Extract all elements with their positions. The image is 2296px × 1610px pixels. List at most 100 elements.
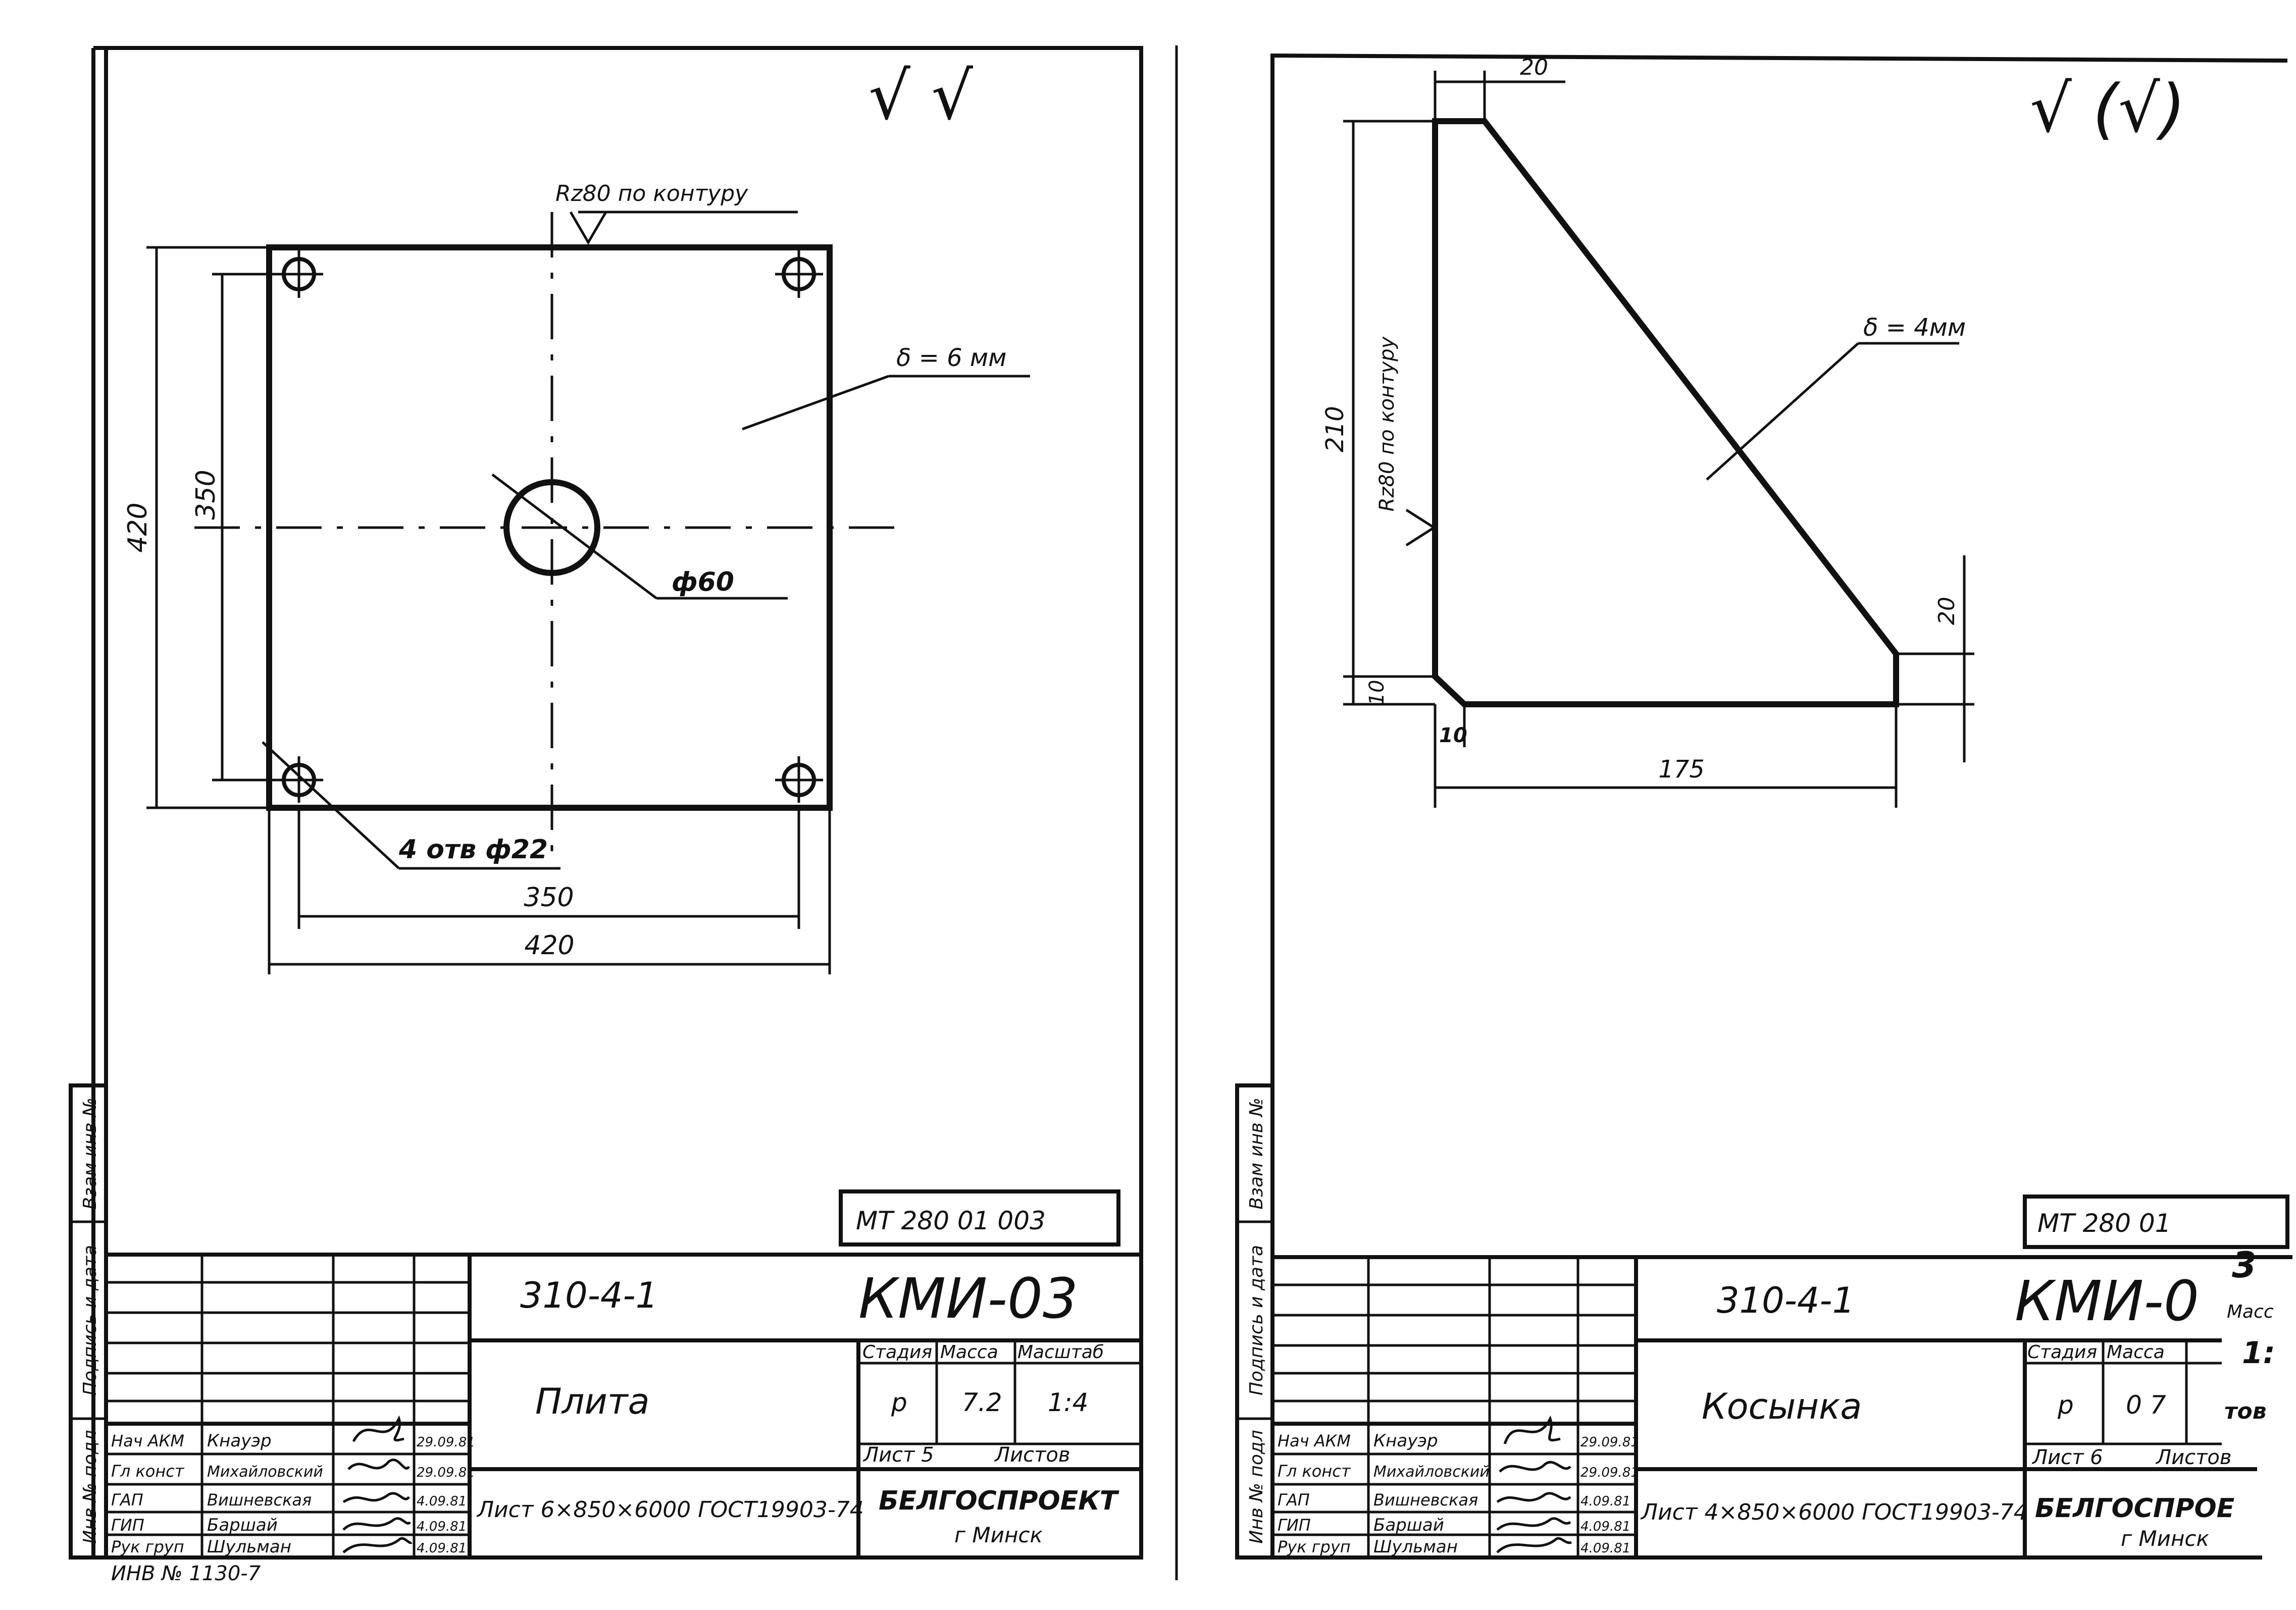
right-name-1: Михайловский: [1373, 1463, 1490, 1481]
left-date-2: 4.09.81: [417, 1494, 467, 1509]
right-role-4: Рук груп: [1278, 1537, 1351, 1556]
left-date-4: 4.09.81: [417, 1541, 467, 1556]
right-name-0: Кнауэр: [1373, 1431, 1438, 1451]
left-inventory: ИНВ № 1130-7: [111, 1562, 261, 1585]
right-stage: р: [2057, 1390, 2074, 1420]
dim-top: 20: [1520, 55, 1548, 80]
left-series: 310-4-1: [520, 1275, 658, 1316]
left-name-0: Кнауэр: [207, 1431, 272, 1451]
left-name-1: Михайловский: [207, 1463, 323, 1481]
left-frame: [93, 46, 1143, 1560]
left-surface-note: Rz80 по контуру: [555, 181, 748, 206]
right-edge-fragment-0: 3: [2232, 1244, 2257, 1286]
left-sheets-label: Листов: [994, 1443, 1070, 1467]
left-date-3: 4.09.81: [417, 1519, 467, 1534]
right-mass-label: Масса: [2107, 1342, 2165, 1363]
left-stamp-code-box: [839, 1189, 1120, 1247]
right-thickness-text: δ = 4мм: [1863, 314, 1966, 342]
left-org: БЕЛГОСПРОЕКТ: [879, 1486, 1119, 1516]
right-date-1: 29.09.81: [1580, 1465, 1639, 1480]
right-edge-fragment-1: Масс: [2227, 1302, 2274, 1322]
right-date-4: 4.09.81: [1580, 1541, 1630, 1556]
left-sheet: √ √ ф60 4 отв ф22: [69, 45, 1178, 1585]
left-title-block: [106, 1253, 1141, 1557]
right-side-strip: [1235, 1083, 1274, 1560]
dim-bottom-chamfer-h: 10: [1439, 724, 1467, 747]
right-side-label-2: Инв № подл: [1246, 1430, 1267, 1543]
left-name-2: Вишневская: [207, 1490, 312, 1510]
left-side-label-0: Взам инв №: [80, 1098, 100, 1210]
right-drawing-no: КМИ-0: [2015, 1269, 2199, 1333]
right-edge-fragment-3: тов: [2224, 1398, 2267, 1424]
left-roughness-marks: √ √: [869, 58, 973, 134]
right-surface-note: Rz80 по контуру: [1375, 336, 1399, 511]
right-city: г Минск: [2121, 1526, 2210, 1551]
left-role-2: ГАП: [111, 1490, 143, 1510]
left-sheet-label: Лист 5: [862, 1443, 934, 1467]
left-side-strip: [69, 1083, 108, 1560]
right-sheets-label: Листов: [2155, 1446, 2231, 1469]
dim-width-outer: 420: [524, 930, 574, 961]
right-series: 310-4-1: [1717, 1280, 1855, 1321]
right-title-block: [1272, 1255, 2292, 1557]
dim-height-outer: 420: [123, 502, 153, 552]
right-name-4: Шульман: [1373, 1537, 1458, 1557]
left-role-0: Нач АКМ: [111, 1431, 184, 1450]
gusset-outline: [1432, 118, 1899, 707]
dim-bottom-chamfer-v: 10: [1365, 680, 1389, 706]
left-signatures: [342, 1415, 413, 1553]
left-city: г Минск: [954, 1523, 1043, 1547]
right-role-1: Гл конст: [1278, 1462, 1351, 1481]
right-sheet-label: Лист 6: [2031, 1446, 2103, 1469]
center-hole: [503, 479, 600, 576]
center-hole-leader: [491, 474, 657, 599]
right-signatures: [1496, 1415, 1572, 1553]
right-stamp-code-box: [2023, 1194, 2289, 1249]
right-name-3: Баршай: [1373, 1515, 1444, 1535]
holes-leader: [262, 741, 400, 869]
left-mass: 7.2: [962, 1388, 1002, 1417]
right-edge-fragment-2: 1:: [2242, 1335, 2275, 1371]
right-mass: 0 7: [2126, 1390, 2166, 1420]
left-drawing-no: КМИ-03: [858, 1266, 1078, 1331]
holes-dim: 4 отв ф22: [398, 835, 548, 865]
center-hole-dim: ф60: [672, 567, 734, 597]
dim-width-inner: 350: [524, 882, 574, 913]
left-date-1: 29.09.81: [417, 1465, 475, 1480]
left-side-label-1: Подпись и дата: [80, 1245, 100, 1395]
dim-height-inner: 350: [191, 470, 221, 520]
left-role-3: ГИП: [111, 1516, 144, 1535]
left-thickness: δ = 6 мм: [896, 344, 1006, 372]
dim-width: 175: [1658, 755, 1705, 784]
right-date-0: 29.09.81: [1580, 1435, 1639, 1450]
right-sheet: √ (√) 20 210 Rz80 по контуру δ = 4мм 20 …: [1235, 53, 2292, 1560]
right-role-2: ГАП: [1278, 1490, 1310, 1510]
right-side-label-1: Подпись и дата: [1246, 1245, 1267, 1395]
left-name-4: Шульман: [207, 1537, 291, 1557]
left-thickness-leader: [742, 375, 889, 431]
right-side-label-0: Взам инв №: [1246, 1098, 1267, 1210]
right-org: БЕЛГОСПРОЕ: [2035, 1493, 2234, 1524]
left-mass-label: Масса: [940, 1342, 998, 1363]
right-role-3: ГИП: [1278, 1516, 1311, 1535]
corner-holes: [275, 250, 823, 803]
left-scale-label: Масштаб: [1017, 1342, 1104, 1363]
left-stamp-code: МТ 280 01 003: [856, 1206, 1046, 1235]
right-date-2: 4.09.81: [1580, 1494, 1630, 1509]
right-material: Лист 4×850×6000 ГОСТ19903-74: [1640, 1499, 2028, 1525]
right-date-3: 4.09.81: [1580, 1519, 1630, 1534]
dim-right-step: 20: [1934, 597, 1960, 625]
left-date-0: 29.09.81: [417, 1435, 475, 1450]
left-stage-label: Стадия: [862, 1342, 932, 1363]
left-side-label-2: Инв № подл: [80, 1430, 100, 1543]
left-scale: 1:4: [1048, 1388, 1088, 1417]
right-roughness-symbol: [1405, 508, 1437, 547]
right-thickness-leader: [1706, 342, 1859, 481]
left-material: Лист 6×850×6000 ГОСТ19903-74: [476, 1497, 864, 1523]
left-role-1: Гл конст: [111, 1462, 185, 1481]
left-stage: р: [891, 1388, 907, 1417]
dim-height: 210: [1321, 406, 1349, 452]
right-role-0: Нач АКМ: [1278, 1431, 1351, 1450]
right-stamp-code: МТ 280 01: [2037, 1209, 2171, 1238]
